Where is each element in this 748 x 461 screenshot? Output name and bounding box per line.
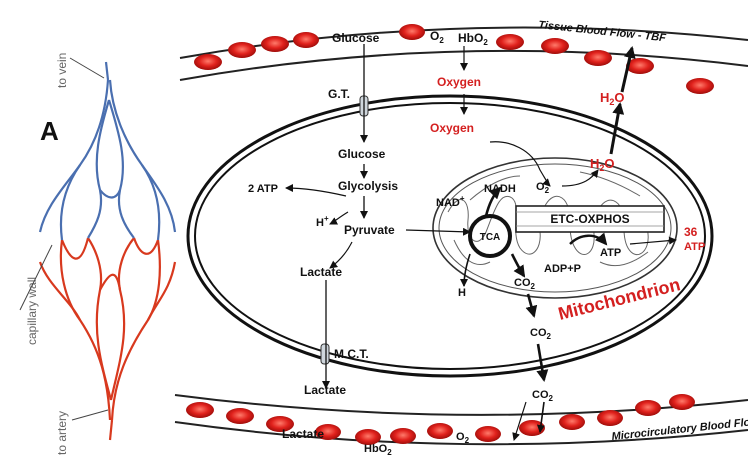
two-atp-label: 2 ATP: [248, 183, 278, 195]
glucose-top-label: Glucose: [332, 31, 380, 45]
oxygen-label-1: Oxygen: [437, 75, 481, 89]
hbo2-bottom-label: HbO2: [364, 443, 392, 457]
atp-36-unit: ATP: [684, 241, 705, 253]
oxygen-label-2: Oxygen: [430, 121, 474, 135]
gt-label: G.T.: [328, 87, 350, 101]
o2-bottom-label: O2: [456, 431, 470, 445]
lactate-out-label: Lactate: [304, 383, 346, 397]
tca-label: TCA: [480, 232, 501, 243]
co2-out-label: CO2: [532, 389, 554, 403]
glycolysis-label: Glycolysis: [338, 179, 398, 193]
h2o-out-label: H2O: [600, 90, 625, 107]
o2-top-label: O2: [430, 29, 444, 45]
pyruvate-label: Pyruvate: [344, 223, 395, 237]
lactate-inside-label: Lactate: [300, 265, 342, 279]
h-mito-label: H: [458, 287, 466, 299]
h2o-mito-label: H2O: [590, 156, 615, 173]
panel-letter: A: [40, 116, 59, 146]
artery-pointer: [72, 410, 108, 420]
adp-p-label: ADP+P: [544, 263, 581, 275]
to-artery-label: to artery: [55, 411, 69, 455]
capillary-bed: to vein capillary wall to artery A: [20, 53, 175, 455]
capillary-wall-label: capillary wall: [25, 277, 39, 345]
mct-transporter: [321, 344, 329, 364]
atp-mito-label: ATP: [600, 247, 621, 259]
hbo2-top-label: HbO2: [458, 31, 488, 47]
mitochondrion: ETC-OXPHOS TCA: [433, 158, 677, 298]
nadh-label: NADH: [484, 183, 516, 195]
lactate-bottom-label: Lactate: [282, 427, 324, 441]
etc-oxphos-label: ETC-OXPHOS: [550, 212, 629, 226]
mct-label: M.C.T.: [334, 347, 369, 361]
h-plus-label: H+: [316, 214, 329, 229]
co2-cell-label: CO2: [530, 327, 552, 341]
vein-pointer: [70, 58, 104, 78]
atp-36-number: 36: [684, 225, 698, 239]
microcirculatory-blood-flow-label: Microcirculatory Blood Flow: [611, 415, 748, 443]
glucose-inside-label: Glucose: [338, 147, 386, 161]
to-vein-label: to vein: [55, 53, 69, 88]
